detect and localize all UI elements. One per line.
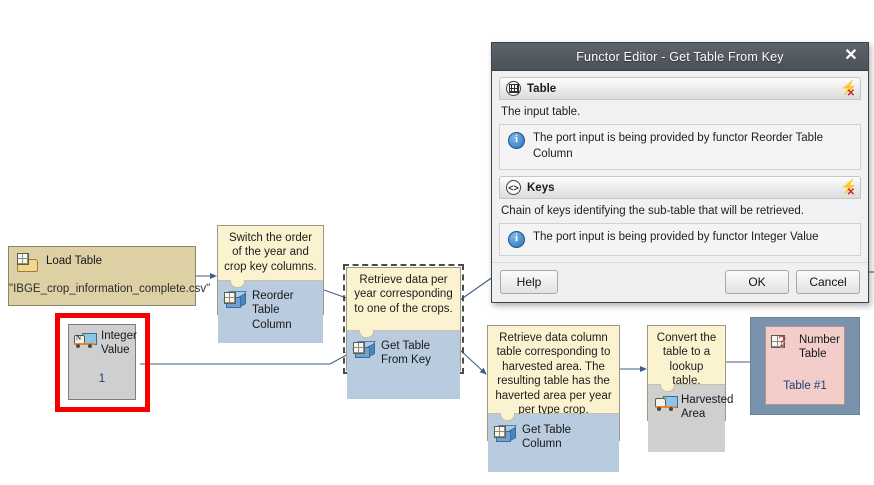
reorder-title: Reorder Table Column [252, 290, 294, 331]
node-number-table[interactable]: ? Number Table Table #1 [765, 326, 845, 405]
load-table-header: Load Table [9, 247, 195, 272]
section-keys-header: <> Keys ⚡✕ [499, 176, 861, 200]
truck-icon [654, 393, 678, 412]
get-table-from-key-title: Get Table From Key [381, 340, 431, 367]
tab-notch [660, 384, 675, 392]
load-table-title: Load Table [46, 255, 103, 267]
number-table-icon: ? [771, 333, 795, 353]
harvested-area-title-line1: Harvested [681, 394, 734, 406]
table-grid-icon [506, 81, 521, 96]
section-keys-info-box: i The port input is being provided by fu… [499, 223, 861, 257]
harvested-area-title-line2: Area [681, 408, 706, 421]
get-table-column-title: Get Table Column [522, 424, 572, 451]
reorder-body: Reorder Table Column [218, 280, 323, 343]
section-keys: <> Keys ⚡✕ Chain of keys identifying the… [499, 176, 861, 257]
harvested-area-body: Harvested Area [648, 384, 733, 452]
tab-notch [359, 330, 374, 338]
dialog-content: Table ⚡✕ The input table. i The port inp… [492, 71, 868, 257]
integer-value-title-line1: Integer [101, 330, 137, 342]
dialog-button-bar: Help OK Cancel [492, 262, 868, 303]
section-table-title: Table [527, 82, 557, 95]
info-icon: i [508, 132, 525, 149]
section-table-header: Table ⚡✕ [499, 77, 861, 100]
harvested-area-note: Convert the table to a lookup table. [648, 326, 725, 387]
load-table-file-value: "IBGE_crop_information_complete.csv" [9, 282, 211, 295]
folder-table-icon [16, 253, 40, 272]
cancel-button[interactable]: Cancel [796, 270, 860, 295]
number-table-title: Number Table [799, 333, 840, 362]
dialog-titlebar[interactable]: Functor Editor - Get Table From Key ✕ [492, 43, 868, 71]
harvested-area-title: Harvested Area [681, 393, 733, 422]
cube-icon [223, 288, 247, 309]
dialog-title: Functor Editor - Get Table From Key [576, 49, 784, 64]
help-button[interactable]: Help [500, 270, 558, 295]
truck-icon: N [73, 330, 97, 349]
number-table-title-line2: Table [799, 348, 827, 361]
section-table-description: The input table. [501, 106, 581, 118]
get-table-from-key-body: Get Table From Key [347, 330, 460, 399]
cube-icon [352, 338, 376, 359]
get-table-column-body: Get Table Column [488, 413, 619, 472]
integer-value-title: Integer Value [101, 330, 137, 358]
section-table: Table ⚡✕ The input table. i The port inp… [499, 77, 861, 171]
close-icon[interactable]: ✕ [844, 47, 858, 64]
tab-notch [230, 280, 245, 288]
get-table-from-key-note: Retrieve data per year corresponding to … [347, 268, 460, 331]
node-harvested-area[interactable]: Convert the table to a lookup table. Har… [647, 325, 733, 452]
bolt-remove-icon[interactable]: ⚡✕ [840, 178, 858, 199]
bolt-remove-icon[interactable]: ⚡✕ [840, 79, 858, 99]
section-keys-description: Chain of keys identifying the sub-table … [501, 205, 804, 218]
number-table-header: ? Number Table [766, 327, 844, 362]
angle-brackets-icon: <> [506, 180, 521, 196]
ok-button[interactable]: OK [725, 270, 789, 295]
info-icon: i [508, 231, 525, 249]
node-reorder-table-column[interactable]: Switch the order of the year and crop ke… [217, 225, 324, 343]
reorder-note: Switch the order of the year and crop ke… [218, 226, 323, 281]
integer-value-value: 1 [98, 373, 106, 385]
get-table-column-note: Retrieve data column table corresponding… [488, 326, 619, 416]
node-get-table-column[interactable]: Retrieve data column table corresponding… [487, 325, 620, 472]
integer-value-header: N Integer Value [69, 325, 137, 358]
cube-icon [493, 422, 517, 443]
number-table-title-line1: Number [799, 334, 840, 346]
node-get-table-from-key[interactable]: Retrieve data per year corresponding to … [343, 264, 464, 399]
section-table-info-box: i The port input is being provided by fu… [499, 124, 861, 171]
number-table-value: Table #1 [783, 380, 827, 392]
section-table-info-text: The port input is being provided by func… [533, 132, 824, 160]
section-keys-title: Keys [527, 181, 555, 194]
functor-editor-dialog[interactable]: Functor Editor - Get Table From Key ✕ Ta… [491, 42, 869, 304]
integer-value-title-line2: Value [101, 343, 130, 356]
tab-notch [500, 413, 515, 421]
section-keys-info-text: The port input is being provided by func… [533, 231, 819, 244]
node-load-table[interactable]: Load Table "IBGE_crop_information_comple… [8, 246, 211, 306]
node-integer-value[interactable]: N Integer Value 1 [68, 324, 137, 400]
